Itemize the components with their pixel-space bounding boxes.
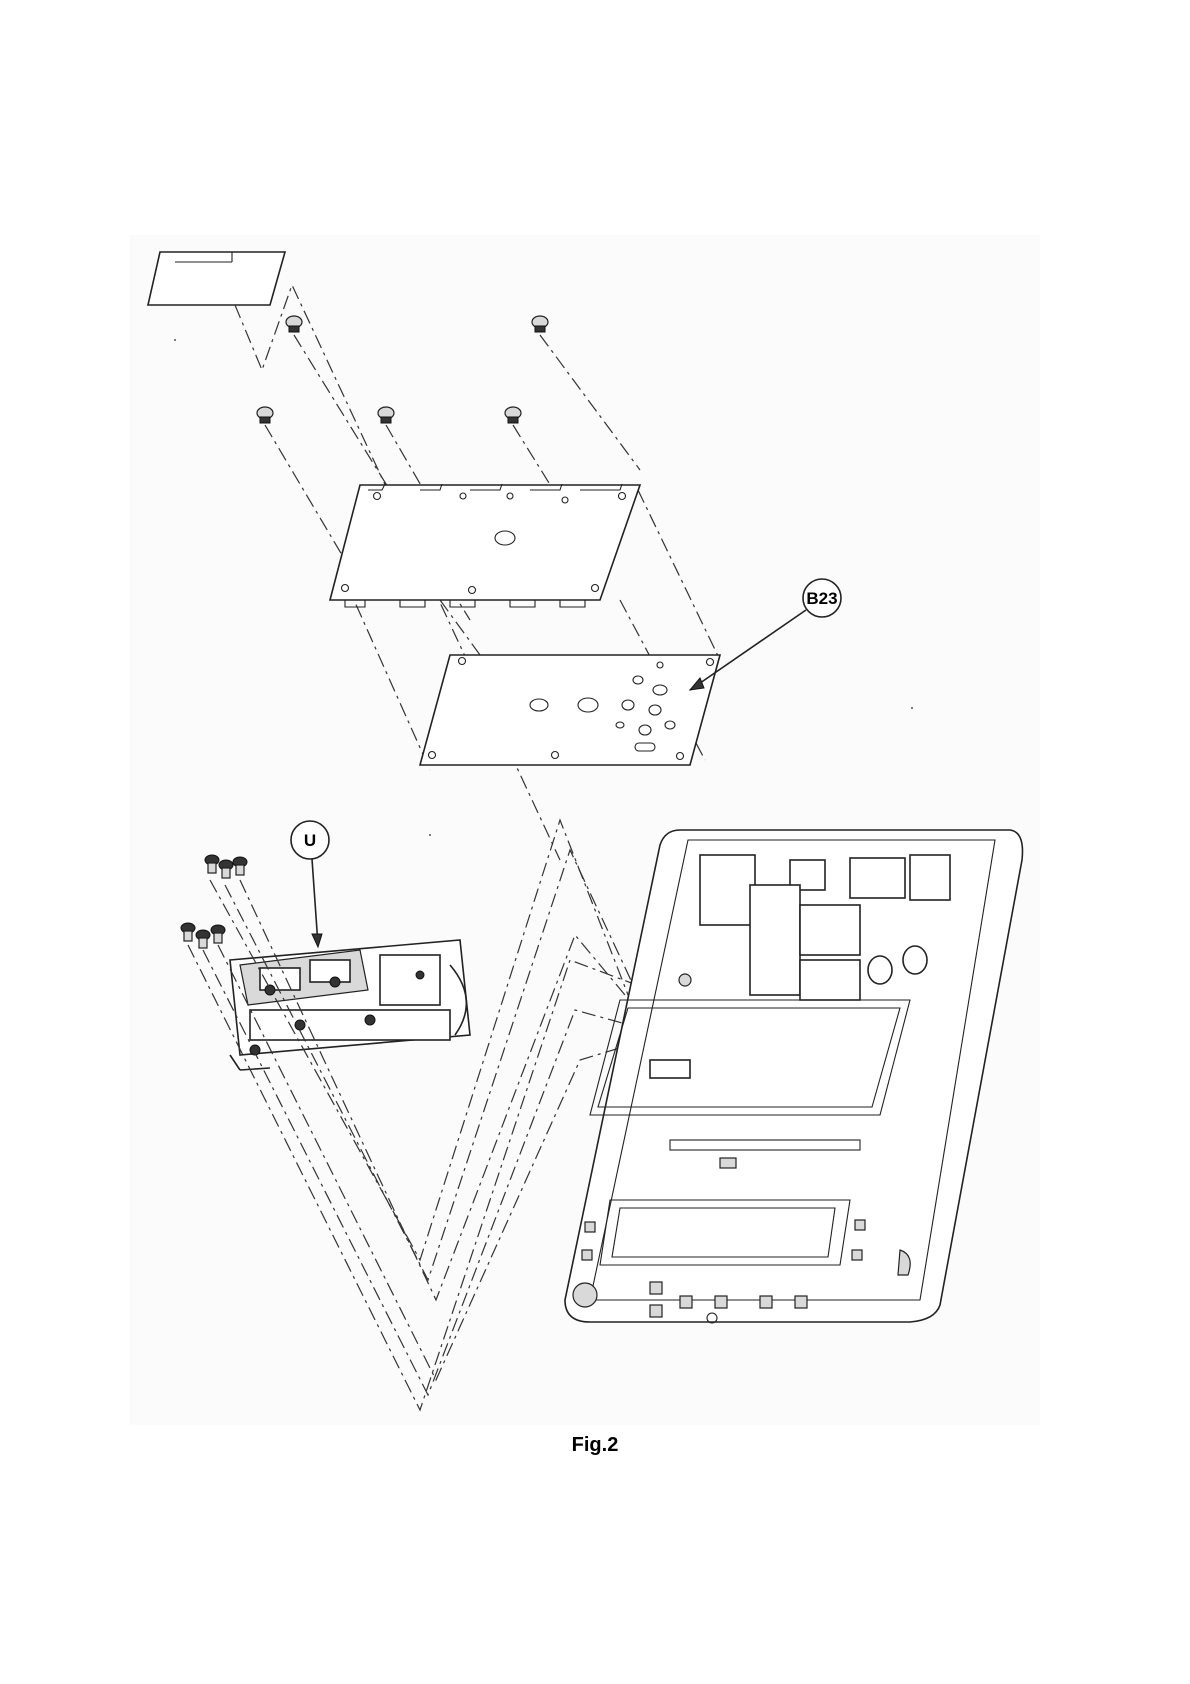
- screw-top-1: [286, 316, 302, 332]
- screw-mid-1: [257, 407, 273, 423]
- screw-mid-3: [505, 407, 521, 423]
- callout-b23-label: B23: [806, 589, 837, 608]
- label-card: [148, 252, 285, 305]
- bolt-set-upper: [205, 855, 247, 878]
- callout-u: U: [291, 821, 329, 947]
- callout-u-label: U: [304, 831, 316, 850]
- shield-plate: [330, 484, 640, 607]
- screw-top-2: [532, 316, 548, 332]
- u-module-assembly: [230, 940, 470, 1070]
- pcb-board-b23: [420, 655, 720, 765]
- main-housing: [565, 830, 1023, 1323]
- figure-caption: Fig.2: [0, 1434, 1190, 1457]
- bolt-set-lower: [181, 923, 225, 948]
- screw-mid-2: [378, 407, 394, 423]
